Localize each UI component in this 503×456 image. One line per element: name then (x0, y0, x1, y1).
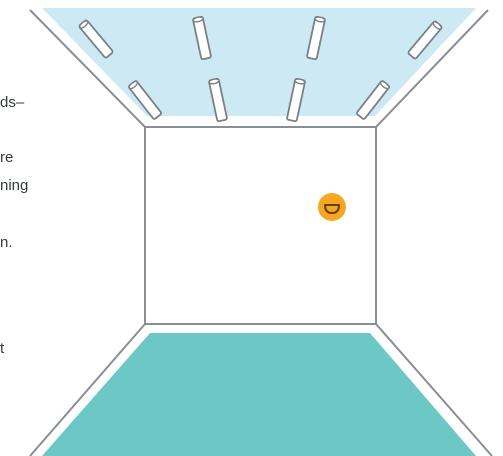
room-edge-line (375, 323, 493, 456)
linear-light-fixture-icon (128, 80, 162, 120)
linear-light-fixture-icon (407, 20, 443, 60)
room-edge-line (29, 9, 146, 128)
ceiling-lamps (78, 15, 443, 123)
occupancy-sensor-icon (318, 193, 346, 221)
linear-light-fixture-icon (356, 80, 390, 120)
room-edge-line (375, 9, 489, 128)
back-wall (144, 126, 377, 325)
room-edge-line (29, 323, 146, 456)
room-edges (29, 9, 493, 456)
linear-light-fixture-icon (286, 77, 306, 123)
cropped-text-fragment-1: ds– (0, 94, 25, 111)
cropped-text-fragment-2: re (0, 149, 14, 166)
linear-light-fixture-icon (208, 77, 228, 123)
ceiling-panel (42, 8, 476, 116)
cropped-text-fragment-4: n. (0, 234, 13, 251)
linear-light-fixture-icon (78, 19, 114, 59)
linear-light-fixture-icon (306, 15, 326, 61)
cropped-text-fragment-3: ning (0, 177, 29, 194)
linear-light-fixture-icon (192, 15, 212, 61)
floor-panel (42, 333, 476, 456)
cropped-text-fragment-5: t (0, 340, 5, 357)
